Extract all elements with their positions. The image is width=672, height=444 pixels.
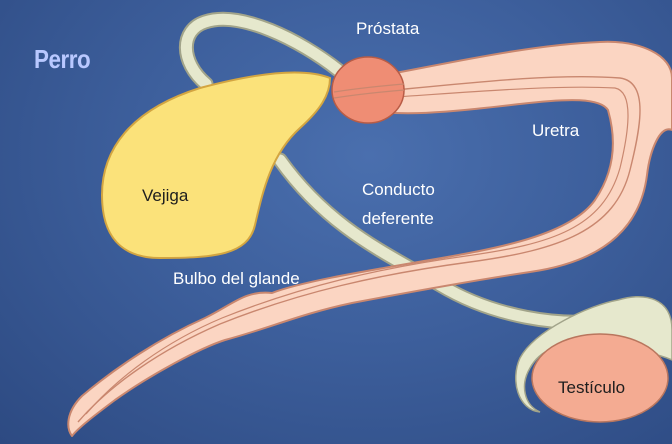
label-conducto-line1: Conducto: [362, 179, 435, 200]
label-uretra: Uretra: [532, 120, 579, 141]
species-title: Perro: [34, 44, 90, 75]
prostate-shape: [332, 57, 404, 123]
label-vejiga: Vejiga: [142, 185, 188, 206]
label-conducto-line2: deferente: [362, 208, 434, 229]
label-bulbo: Bulbo del glande: [173, 268, 300, 289]
bladder-shape: [102, 73, 330, 258]
label-testiculo: Testículo: [558, 377, 625, 398]
label-prostata: Próstata: [356, 18, 419, 39]
